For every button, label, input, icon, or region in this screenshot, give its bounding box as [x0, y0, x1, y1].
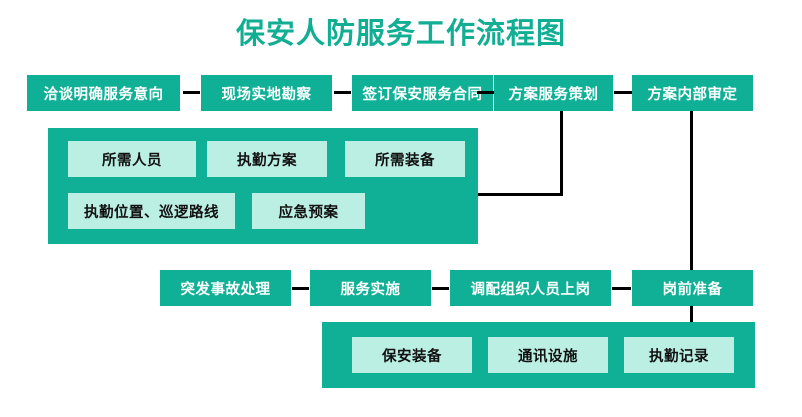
connector-row3-1-2	[292, 287, 309, 290]
connector-row1-4-5	[614, 91, 632, 94]
node-assign-staff-on-duty[interactable]: 调配组织人员上岗	[450, 270, 611, 306]
connector-plan-design-to-panel1	[477, 193, 563, 196]
node-site-survey[interactable]: 现场实地勘察	[201, 75, 332, 111]
node-sign-contract[interactable]: 签订保安服务合同	[352, 75, 493, 111]
node-emergency-incident-handling[interactable]: 突发事故处理	[160, 270, 291, 306]
chip-security-equipment[interactable]: 保安装备	[352, 337, 472, 373]
chip-communication-facilities[interactable]: 通讯设施	[488, 337, 608, 373]
chip-required-personnel[interactable]: 所需人员	[68, 141, 196, 177]
connector-row1-3-4	[477, 91, 494, 94]
chip-duty-location-patrol-route[interactable]: 执勤位置、巡逻路线	[68, 193, 235, 229]
connector-preparation-to-panel2	[690, 306, 693, 324]
connector-row3-2-3	[432, 287, 449, 290]
connector-row3-3-4	[612, 287, 631, 290]
connector-row1-2-3	[334, 91, 351, 94]
chip-required-equipment[interactable]: 所需装备	[345, 141, 465, 177]
connector-plan-design-down	[560, 111, 563, 196]
node-pre-duty-preparation[interactable]: 岗前准备	[632, 270, 753, 306]
node-service-implementation[interactable]: 服务实施	[310, 270, 431, 306]
chip-emergency-plan[interactable]: 应急预案	[252, 193, 365, 229]
node-negotiate-service-intent[interactable]: 洽谈明确服务意向	[27, 75, 180, 111]
connector-row1-1-2	[183, 91, 200, 94]
node-plan-internal-review[interactable]: 方案内部审定	[632, 75, 753, 111]
chip-duty-record[interactable]: 执勤记录	[624, 337, 734, 373]
chip-duty-plan[interactable]: 执勤方案	[207, 141, 327, 177]
connector-review-to-preparation	[690, 111, 693, 271]
page-title: 保安人防服务工作流程图	[235, 16, 566, 50]
node-plan-service-design[interactable]: 方案服务策划	[494, 75, 613, 111]
